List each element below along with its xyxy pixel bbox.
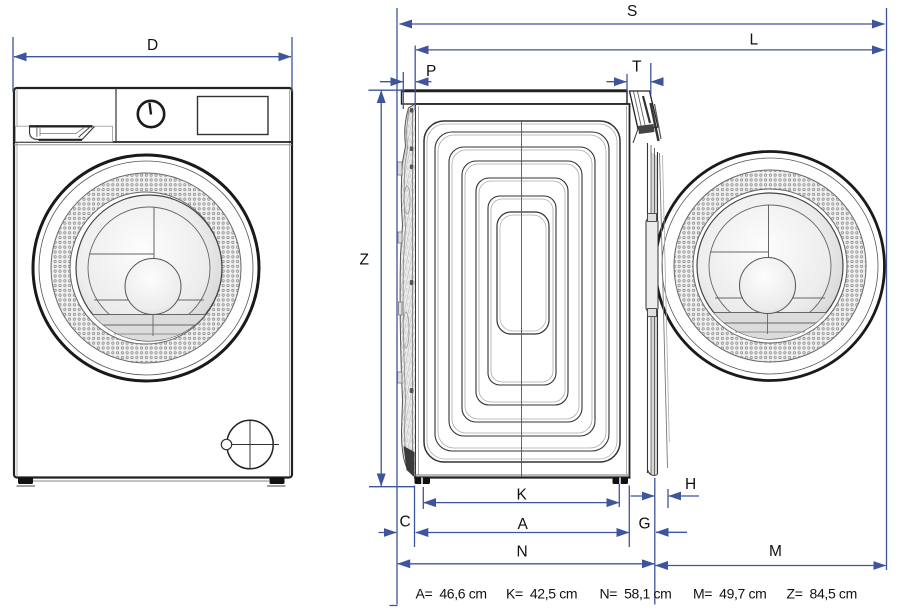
svg-text:N=58,1 cm: N=58,1 cm [600, 585, 672, 601]
svg-text:D: D [147, 37, 158, 54]
svg-text:K=42,5 cm: K=42,5 cm [506, 585, 577, 601]
svg-text:K: K [517, 487, 528, 504]
svg-text:P: P [426, 63, 436, 80]
svg-text:N: N [517, 544, 528, 561]
svg-text:L: L [750, 31, 759, 48]
svg-text:A=46,6 cm: A=46,6 cm [416, 585, 487, 601]
svg-text:C: C [400, 514, 411, 531]
svg-text:G: G [639, 516, 651, 533]
svg-text:T: T [632, 59, 642, 76]
svg-text:S: S [627, 3, 637, 20]
svg-text:H: H [685, 476, 696, 493]
svg-text:M=49,7 cm: M=49,7 cm [693, 585, 767, 601]
svg-text:A: A [518, 516, 529, 533]
svg-text:Z=84,5 cm: Z=84,5 cm [787, 585, 857, 601]
svg-text:Z: Z [360, 252, 369, 269]
svg-text:M: M [769, 543, 782, 560]
